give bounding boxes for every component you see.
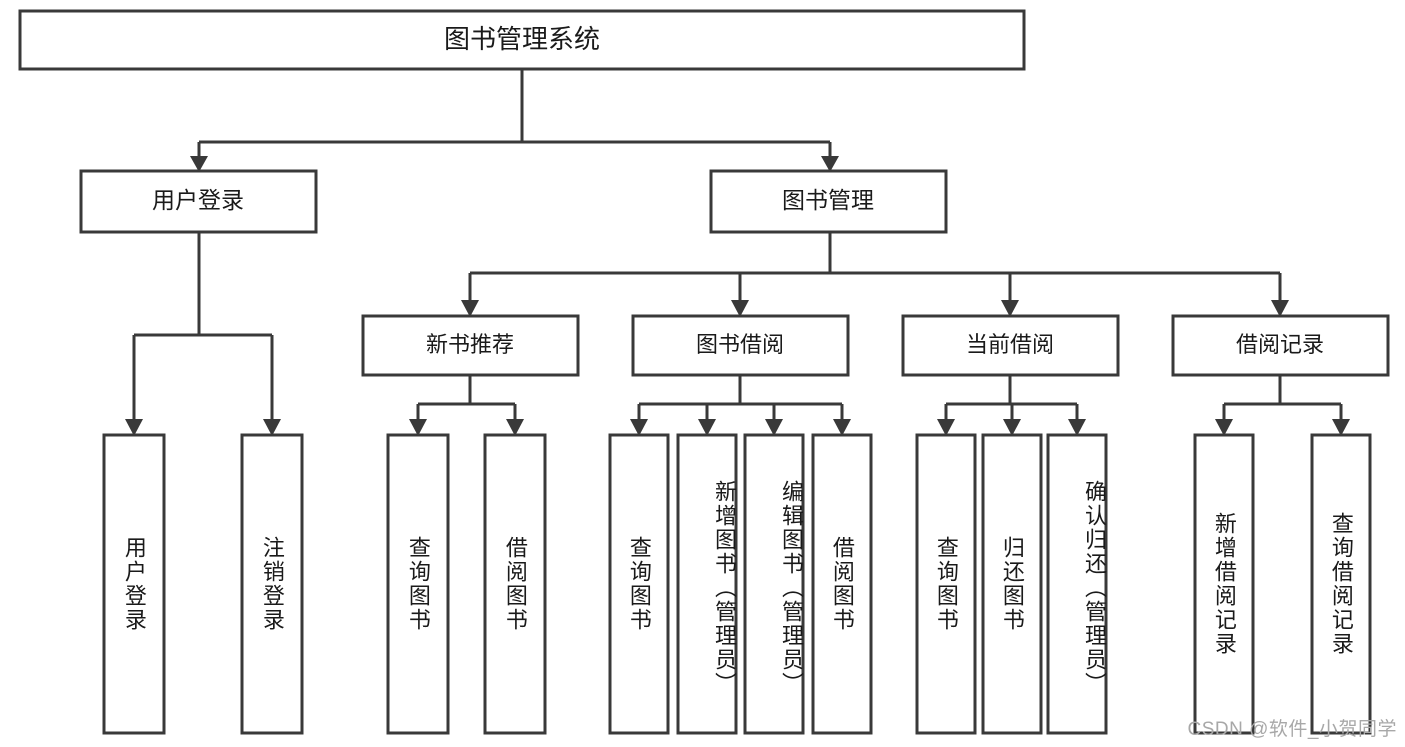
node-borrow-record-label: 借阅记录	[1236, 332, 1324, 357]
edges-current-borrow-to-leaves	[937, 375, 1086, 436]
node-leaf-add-record-rect[interactable]	[1193, 433, 1255, 735]
node-leaf-query-book-rec-rect[interactable]	[386, 433, 450, 735]
node-leaf-borrow-book-rect[interactable]	[811, 433, 873, 735]
node-leaf-query-book-cur-rect[interactable]	[915, 433, 977, 735]
arrowhead-leaf-add-book	[698, 419, 716, 436]
arrowhead-leaf-edit-book	[765, 419, 783, 436]
node-new-book-rec-rect[interactable]	[361, 314, 580, 377]
arrowhead-book-manage	[821, 156, 839, 172]
node-book-borrow[interactable]: 图书借阅	[631, 314, 850, 377]
arrowhead-leaf-query-book-borrow	[630, 419, 648, 436]
edges-borrow-record-to-leaves	[1215, 375, 1350, 436]
csdn-watermark: CSDN @软件_小贺同学	[1187, 719, 1397, 740]
arrowhead-leaf-query-book-cur	[937, 419, 955, 436]
node-root-rect[interactable]	[18, 9, 1026, 71]
node-leaf-confirm-return-rect[interactable]	[1046, 433, 1108, 735]
node-new-book-rec[interactable]: 新书推荐	[361, 314, 580, 377]
node-leaf-query-record-rect[interactable]	[1310, 433, 1372, 735]
edges-new-book-rec-to-leaves	[409, 375, 524, 436]
node-leaf-query-book-borrow-rect[interactable]	[608, 433, 670, 735]
arrowhead-leaf-user-login	[125, 419, 143, 436]
arrowhead-current-borrow	[1001, 300, 1019, 317]
node-leaf-add-book-rect[interactable]	[676, 433, 738, 735]
arrowhead-book-borrow	[731, 300, 749, 317]
leaf-rects	[102, 433, 1372, 735]
edges-book-manage-to-level3	[461, 232, 1289, 317]
arrowhead-leaf-add-record	[1215, 419, 1233, 436]
node-leaf-logout-rect[interactable]	[240, 433, 304, 735]
node-book-borrow-rect[interactable]	[631, 314, 850, 377]
arrowhead-leaf-query-record	[1332, 419, 1350, 436]
node-book-borrow-label: 图书借阅	[696, 332, 784, 357]
node-borrow-record-rect[interactable]	[1171, 314, 1390, 377]
node-current-borrow-label: 当前借阅	[966, 332, 1054, 357]
node-user-login-label: 用户登录	[152, 187, 244, 213]
node-user-login[interactable]: 用户登录	[79, 169, 318, 234]
node-book-manage[interactable]: 图书管理	[709, 169, 948, 234]
node-book-manage-label: 图书管理	[782, 187, 874, 213]
arrowhead-leaf-borrow-book	[833, 419, 851, 436]
node-new-book-rec-label: 新书推荐	[426, 332, 514, 357]
node-leaf-borrow-book-rec-rect[interactable]	[483, 433, 547, 735]
arrowhead-borrow-record	[1271, 300, 1289, 317]
node-leaf-edit-book-rect[interactable]	[743, 433, 805, 735]
node-user-login-rect[interactable]	[79, 169, 318, 234]
edges-book-borrow-to-leaves	[630, 375, 851, 436]
node-current-borrow-rect[interactable]	[901, 314, 1120, 377]
node-leaf-return-book-rect[interactable]	[981, 433, 1043, 735]
arrowhead-leaf-query-book-rec	[409, 419, 427, 436]
arrowhead-leaf-borrow-book-rec	[506, 419, 524, 436]
node-current-borrow[interactable]: 当前借阅	[901, 314, 1120, 377]
node-leaf-user-login-rect[interactable]	[102, 433, 166, 735]
node-root-label: 图书管理系统	[444, 24, 600, 54]
node-root[interactable]: 图书管理系统	[18, 9, 1026, 71]
arrowhead-leaf-logout	[263, 419, 281, 436]
edges-user-login-to-leaves	[125, 232, 281, 436]
node-borrow-record[interactable]: 借阅记录	[1171, 314, 1390, 377]
arrowhead-leaf-return-book	[1003, 419, 1021, 436]
node-book-manage-rect[interactable]	[709, 169, 948, 234]
edges-root-to-level2	[190, 69, 839, 172]
arrowhead-new-book-rec	[461, 300, 479, 317]
arrowhead-leaf-confirm-return	[1068, 419, 1086, 436]
arrowhead-user-login	[190, 156, 208, 172]
